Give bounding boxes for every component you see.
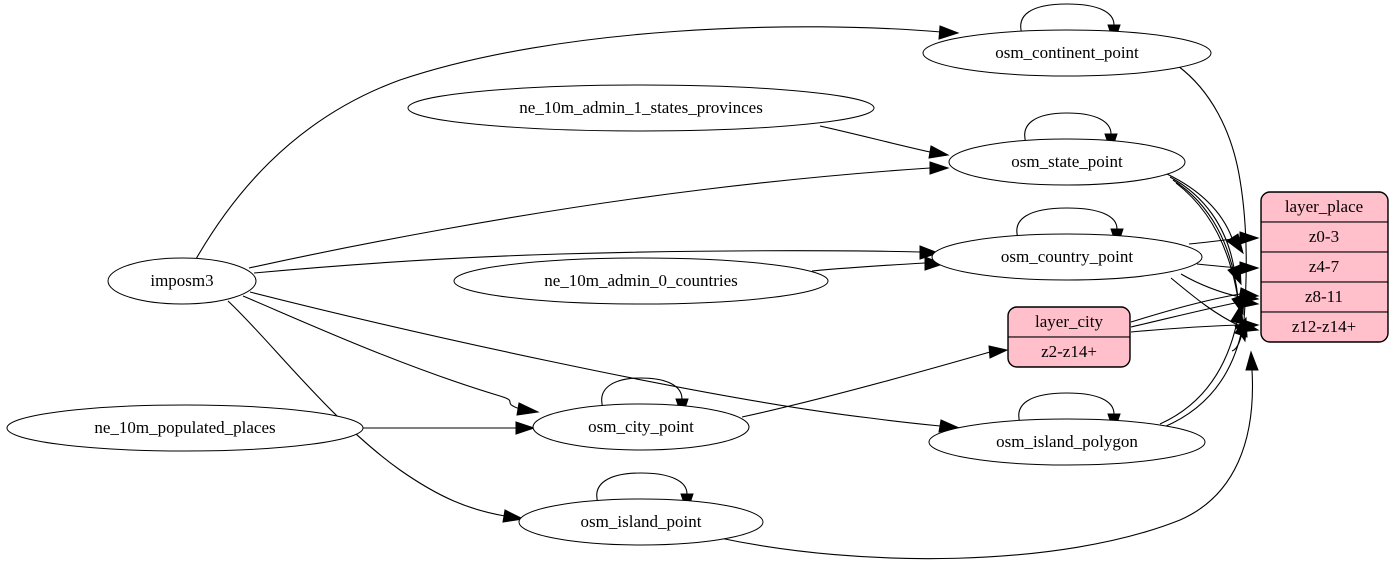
edge-imposm3-to-osm_country_point xyxy=(253,245,940,274)
node-label-ne-populated: ne_10m_populated_places xyxy=(94,418,275,437)
node-osm_island_point[interactable]: osm_island_point xyxy=(518,498,764,546)
node-label-osm-state-point: osm_state_point xyxy=(1011,152,1123,171)
layer_city-title: layer_city xyxy=(1035,312,1103,331)
edge-layer xyxy=(195,3,1260,560)
node-ne_10m_admin_0_countries[interactable]: ne_10m_admin_0_countries xyxy=(453,257,829,305)
node-label-ne-states: ne_10m_admin_1_states_provinces xyxy=(519,98,763,117)
edge-imposm3-to-osm_state_point xyxy=(248,161,950,269)
edge-imposm3-to-osm_island_point xyxy=(227,300,525,523)
node-label-osm-city-point: osm_city_point xyxy=(588,417,694,436)
node-label-osm-island-point: osm_island_point xyxy=(581,512,702,531)
node-ne_10m_admin_1_states_provinces[interactable]: ne_10m_admin_1_states_provinces xyxy=(407,84,875,132)
node-label-osm-island-polygon: osm_island_polygon xyxy=(996,432,1138,451)
layer_place-row-z0-3[interactable]: z0-3 xyxy=(1309,227,1339,246)
edge-osm_island_point-to-layer_place-z12-z14+ xyxy=(719,350,1259,560)
layer_place-row-z8-11[interactable]: z8-11 xyxy=(1305,287,1343,306)
edge-osm_country_point-to-layer_place-z0-3 xyxy=(1188,231,1260,245)
edge-osm_island_polygon-to-layer_place-z8-11 xyxy=(1159,303,1244,425)
node-osm_island_polygon[interactable]: osm_island_polygon xyxy=(928,418,1206,466)
node-layer: imposm3 ne_10m_admin_1_states_provinces … xyxy=(6,29,1389,546)
node-ne_10m_populated_places[interactable]: ne_10m_populated_places xyxy=(6,404,364,452)
node-osm_city_point[interactable]: osm_city_point xyxy=(532,403,750,451)
layer_place-title: layer_place xyxy=(1285,197,1363,216)
node-osm_continent_point[interactable]: osm_continent_point xyxy=(922,29,1212,77)
edge-imposm3-to-osm_city_point xyxy=(242,295,540,416)
node-layer_city[interactable]: layer_city z2-z14+ xyxy=(1007,306,1131,368)
layer_place-row-z4-7[interactable]: z4-7 xyxy=(1309,257,1340,276)
layer_place-row-z12-z14[interactable]: z12-z14+ xyxy=(1292,317,1356,336)
node-imposm3[interactable]: imposm3 xyxy=(107,257,257,305)
node-label-ne-countries: ne_10m_admin_0_countries xyxy=(544,271,738,290)
edge-osm_country_point-to-layer_place-z4-7 xyxy=(1196,261,1260,275)
node-osm_state_point[interactable]: osm_state_point xyxy=(948,138,1186,186)
layer_city-row-z2-z14[interactable]: z2-z14+ xyxy=(1041,342,1097,361)
node-label-imposm3: imposm3 xyxy=(150,271,213,290)
edge-ne_states-to-osm_state_point xyxy=(819,125,950,159)
edge-imposm3-to-osm_continent_point xyxy=(195,25,960,260)
edge-ne_countries-to-osm_country_point xyxy=(811,256,945,272)
node-label-osm-country-point: osm_country_point xyxy=(1001,247,1133,266)
node-label-osm-continent-point: osm_continent_point xyxy=(995,43,1139,62)
edge-osm_island_polygon-to-layer_place-z12-z14+ xyxy=(1163,316,1248,428)
edge-osm_city_point-to-layer_city-z2-z14 xyxy=(741,345,1009,418)
edge-ne_populated-to-osm_city_point xyxy=(363,421,536,435)
edge-layer_city-to-layer_place-z8-11 xyxy=(1130,295,1260,328)
node-osm_country_point[interactable]: osm_country_point xyxy=(931,233,1203,281)
node-layer_place[interactable]: layer_place z0-3 z4-7 z8-11 z12-z14+ xyxy=(1260,191,1389,343)
